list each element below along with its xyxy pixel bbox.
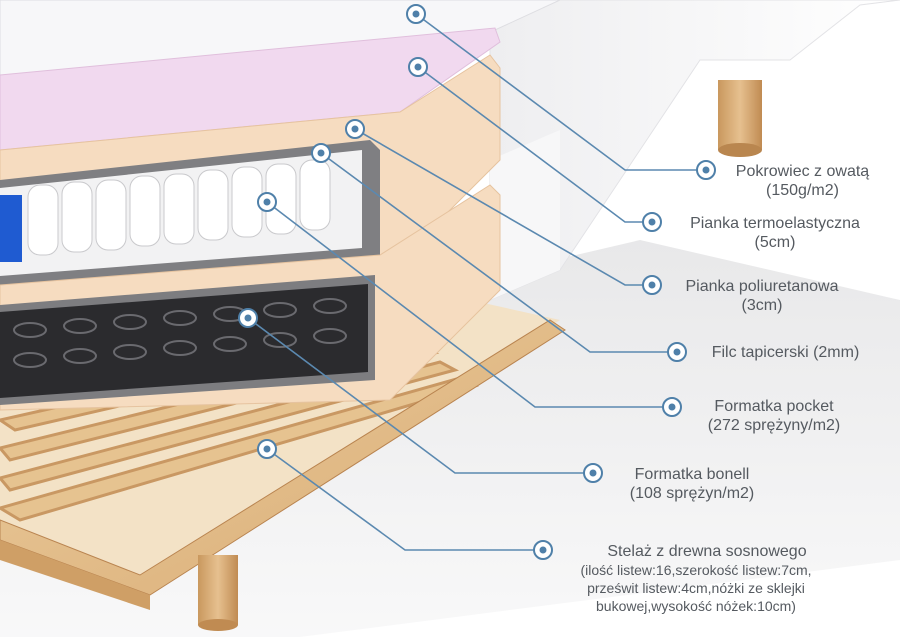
callout-label-pocket: Formatka pocket (272 sprężyny/m2) [684,397,864,435]
callout-name: Filc tapicerski (2mm) [711,344,860,361]
callout-leaders [238,4,716,560]
callout-label-frame: Stelaż z drewna sosnowego (ilość listew:… [536,542,856,615]
frame-end-marker-dot [539,546,547,554]
callout-name: Pianka termoelastyczna [690,215,860,232]
callout-detail: (150g/m2) [766,182,839,199]
callout-detail: (5cm) [754,234,796,251]
pocket-spring-chamber [0,140,380,285]
callout-label-thermo-foam: Pianka termoelastyczna (5cm) [662,214,888,252]
cover-start-marker-dot [412,10,420,18]
callout-label-felt: Filc tapicerski (2mm) [688,343,883,362]
bonell-leader-line [247,317,593,474]
callout-label-bonell: Formatka bonell (108 sprężyn/m2) [604,465,780,503]
frame-leader-line [266,448,543,551]
felt-leader-line [320,152,677,353]
frame-rail-side [0,540,150,610]
pocket-leader-line [266,201,672,408]
cover-leader-line [415,13,706,171]
thermo-foam-end-marker-dot [648,218,656,226]
pu-foam-end-marker-dot [648,281,656,289]
felt-start-marker-dot [317,149,325,157]
thermo-foam-layer [0,27,501,151]
bonell-start-marker-dot [244,314,252,322]
callout-detail: (272 sprężyny/m2) [707,417,841,434]
frame-start-marker-dot [263,445,271,453]
callout-name: Formatka bonell [634,466,750,483]
callout-detail-line: (ilość listew:16,szerokość listew:7cm, [580,562,812,578]
callout-name: Pokrowiec z owatą [735,163,870,180]
callout-name: Formatka pocket [714,398,834,415]
frame-leg [198,555,238,625]
bonell-spring-chamber [0,275,375,405]
bed-leg-right [718,80,762,150]
callout-detail-line: bukowej,wysokość nóżek:10cm) [596,598,796,614]
callout-label-pu-foam: Pianka poliuretanowa (3cm) [662,277,862,315]
pocket-start-marker-dot [263,198,271,206]
callout-detail: (108 sprężyn/m2) [629,485,755,502]
callout-detail-line: prześwit listew:4cm,nóżki ze sklejki [587,580,805,596]
pocket-end-marker-dot [668,403,676,411]
cover-end-marker-dot [702,166,710,174]
bonell-end-marker-dot [589,469,597,477]
frame-rail-front [0,319,566,596]
callout-name: Stelaż z drewna sosnowego [607,543,807,560]
thermo-foam-start-marker-dot [414,63,422,71]
pu-foam-start-marker-dot [351,125,359,133]
callout-label-cover: Pokrowiec z owatą (150g/m2) [715,162,890,200]
callout-detail: (3cm) [741,297,783,314]
felt-end-marker-dot [673,348,681,356]
callout-name: Pianka poliuretanowa [685,278,839,295]
